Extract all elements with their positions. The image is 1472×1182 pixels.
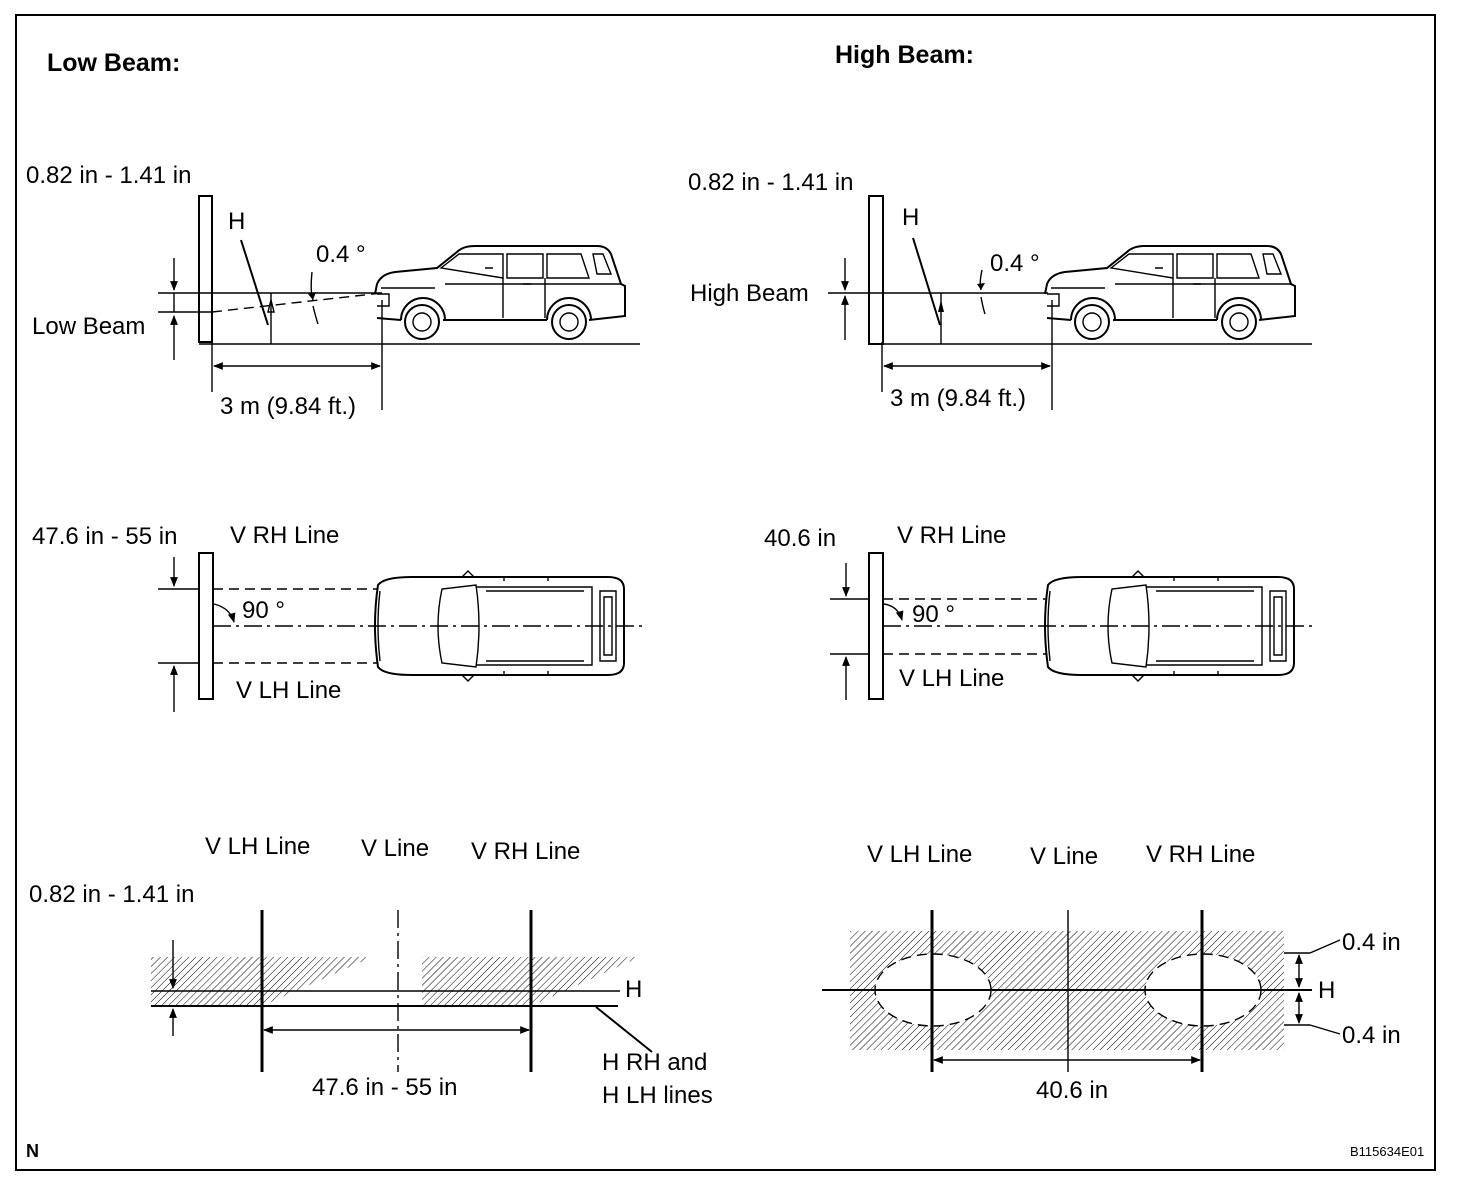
high-beam-top-lh-line: V LH Line (899, 665, 1004, 692)
high-beam-screen (868, 195, 884, 345)
low-beam-pattern-h-lines-2: H LH lines (602, 1082, 713, 1109)
high-beam-h-label: H (902, 204, 919, 231)
low-beam-title: Low Beam: (47, 49, 180, 77)
high-beam-title: High Beam: (835, 41, 974, 69)
figure-id: B115634E01 (1350, 1144, 1424, 1159)
high-beam-pattern-bottom-leader (1309, 1024, 1341, 1035)
high-beam-top-screen (868, 552, 884, 700)
low-beam-top-rh-line: V RH Line (230, 522, 339, 549)
high-beam-distance: 3 m (9.84 ft.) (890, 385, 1026, 412)
low-beam-vehicle-side (374, 245, 626, 340)
high-beam-pattern-v-line: V Line (1030, 843, 1098, 870)
low-beam-angle: 0.4 ° (316, 241, 366, 268)
high-beam-angle-arrowhead (977, 283, 985, 290)
high-beam-top-angle-arc (883, 603, 904, 621)
low-beam-top-lh-line: V LH Line (236, 677, 341, 704)
low-beam-top-angle-arc (213, 603, 236, 623)
high-beam-pattern-rh-line: V RH Line (1146, 841, 1255, 868)
low-beam-pattern-v-line: V Line (361, 835, 429, 862)
high-beam-h-arrow (938, 300, 944, 312)
low-beam-h-arrow (267, 299, 275, 313)
low-beam-pattern-lh-line: V LH Line (205, 833, 310, 860)
high-beam-label: High Beam (690, 280, 809, 307)
low-beam-screen (198, 195, 213, 343)
high-beam-pattern-spacing: 40.6 in (1036, 1077, 1108, 1104)
high-beam-top-angle: 90 ° (912, 601, 955, 628)
high-beam-angle-arc (979, 269, 986, 315)
high-beam-pattern-h-label: H (1318, 977, 1335, 1004)
low-beam-label: Low Beam (32, 313, 145, 340)
low-beam-pattern-rh-line: V RH Line (471, 838, 580, 865)
low-beam-h-leader (240, 239, 269, 326)
low-beam-h-label: H (228, 208, 245, 235)
low-beam-pattern-spacing: 47.6 in - 55 in (312, 1074, 457, 1101)
high-beam-angle: 0.4 ° (990, 250, 1040, 277)
high-beam-pattern-offset-top: 0.4 in (1342, 929, 1401, 956)
low-beam-beam-axis (211, 292, 383, 313)
low-beam-top-angle: 90 ° (242, 597, 285, 624)
low-beam-distance: 3 m (9.84 ft.) (220, 393, 356, 420)
high-beam-top-rh-line: V RH Line (897, 522, 1006, 549)
high-beam-h-leader (912, 237, 941, 326)
high-beam-vehicle-side (1044, 245, 1296, 340)
high-beam-height-range: 0.82 in - 1.41 in (688, 169, 853, 196)
low-beam-pattern-height-range: 0.82 in - 1.41 in (29, 881, 194, 908)
high-beam-pattern-lh-line: V LH Line (867, 841, 972, 868)
low-beam-pattern-h-lines-1: H RH and (602, 1049, 707, 1076)
high-beam-pattern-top-leader (1309, 939, 1341, 954)
low-beam-height-range: 0.82 in - 1.41 in (26, 162, 191, 189)
diagram-frame (15, 14, 1436, 1171)
high-beam-pattern-offset-bottom: 0.4 in (1342, 1022, 1401, 1049)
low-beam-top-width-range: 47.6 in - 55 in (32, 523, 177, 550)
low-beam-pattern-leader (595, 1006, 653, 1053)
low-beam-angle-arrowhead (308, 292, 316, 300)
high-beam-top-width: 40.6 in (764, 525, 836, 552)
footer-code: N (26, 1141, 39, 1161)
low-beam-pattern-h-label: H (625, 976, 642, 1003)
low-beam-top-screen (198, 552, 214, 700)
